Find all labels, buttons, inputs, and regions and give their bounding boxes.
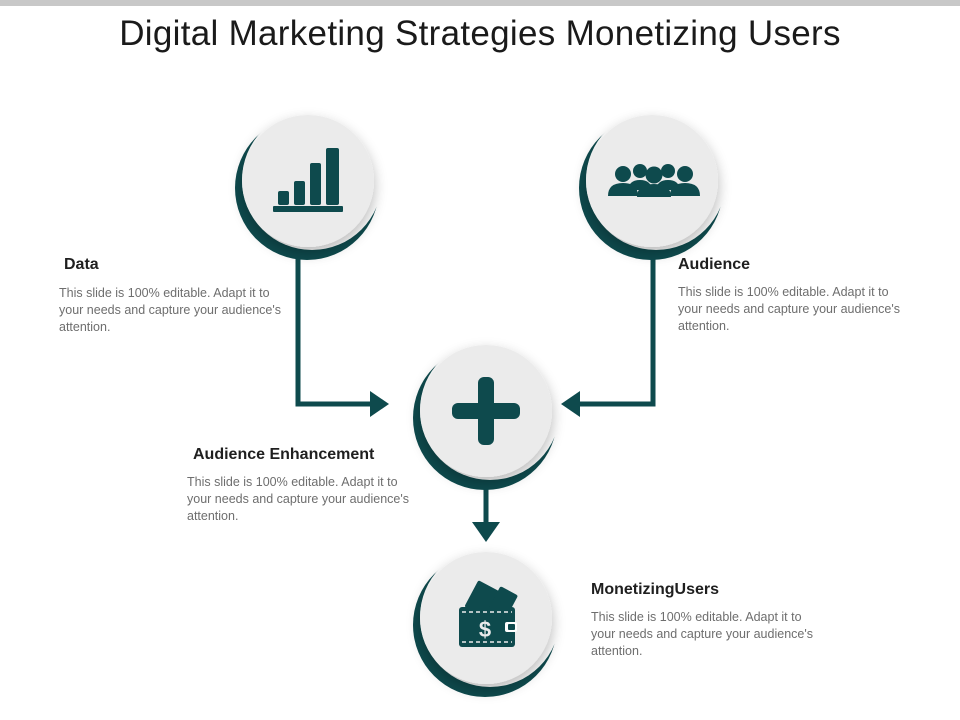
enhancement-block: Audience Enhancement This slide is 100% … xyxy=(187,446,412,525)
audience-description: This slide is 100% editable. Adapt it to… xyxy=(678,285,900,333)
enhancement-description: This slide is 100% editable. Adapt it to… xyxy=(187,475,409,523)
data-circle xyxy=(235,110,382,260)
data-block: Data xyxy=(64,256,289,284)
bar-chart-icon xyxy=(273,148,343,212)
monetizing-description: This slide is 100% editable. Adapt it to… xyxy=(591,610,813,658)
audience-circle xyxy=(579,110,726,260)
monetizing-circle: $ xyxy=(413,547,560,697)
arrowhead-down xyxy=(472,522,500,542)
plus-icon xyxy=(452,377,520,445)
slide-title: Digital Marketing Strategies Monetizing … xyxy=(119,14,841,53)
audience-block: Audience This slide is 100% editable. Ad… xyxy=(678,256,903,335)
enhancement-heading: Audience Enhancement xyxy=(193,446,375,463)
people-group-icon xyxy=(608,164,700,197)
data-text-block: This slide is 100% editable. Adapt it to… xyxy=(59,285,284,336)
connector-audience-to-center xyxy=(578,248,656,407)
data-heading: Data xyxy=(64,256,99,273)
connector-data-to-center xyxy=(295,248,372,407)
audience-heading: Audience xyxy=(678,256,751,273)
monetizing-heading: MonetizingUsers xyxy=(591,581,720,598)
wallet-dollar-icon: $ xyxy=(459,580,518,647)
top-bar xyxy=(0,0,960,6)
enhancement-circle xyxy=(413,340,560,490)
arrowhead-left xyxy=(561,391,580,417)
monetizing-block: MonetizingUsers This slide is 100% edita… xyxy=(591,581,816,660)
arrowhead-right xyxy=(370,391,389,417)
data-description: This slide is 100% editable. Adapt it to… xyxy=(59,286,281,334)
svg-text:$: $ xyxy=(479,617,491,642)
